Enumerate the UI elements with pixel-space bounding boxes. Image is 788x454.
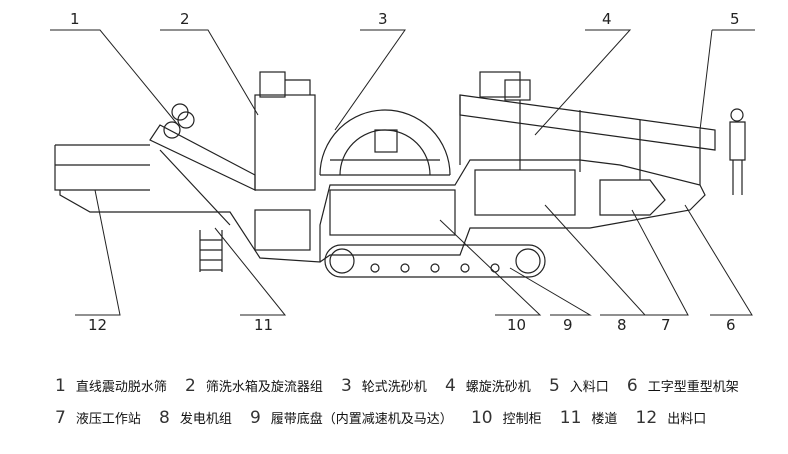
legend-num: 8 xyxy=(158,408,170,428)
legend-num: 3 xyxy=(340,376,352,396)
person-figure xyxy=(729,108,746,195)
legend-num: 1 xyxy=(55,376,66,396)
callout-5: 5 xyxy=(730,10,740,28)
hydraulic-panel xyxy=(599,179,666,216)
callout-1: 1 xyxy=(70,10,80,28)
legend-row-1: 1 直线震动脱水筛 2 筛洗水箱及旋流器组 3 轮式洗砂机 4 螺旋洗砂机 5 入料口 6… xyxy=(55,376,753,396)
legend-label: 液压工作站 xyxy=(75,412,141,427)
machine-drawing: 1 2 3 4 5 12 11 10 9 8 7 6 xyxy=(50,10,755,334)
callout-8: 8 xyxy=(617,316,627,334)
callout-2: 2 xyxy=(180,10,190,28)
legend-label: 直线震动脱水筛 xyxy=(75,380,167,395)
control-cabinet xyxy=(329,189,456,236)
legend-num: 2 xyxy=(184,376,196,396)
legend-label: 出料口 xyxy=(667,412,707,427)
legend-num: 11 xyxy=(559,408,582,428)
legend-label: 控制柜 xyxy=(502,412,542,427)
callout-7: 7 xyxy=(661,316,671,334)
legend-num: 9 xyxy=(249,408,261,428)
water-tank xyxy=(254,94,316,191)
legend-label: 筛洗水箱及旋流器组 xyxy=(205,380,323,395)
legend-label: 工字型重型机架 xyxy=(647,380,739,395)
callout-9: 9 xyxy=(563,316,573,334)
crawler-track xyxy=(324,244,546,278)
pump-unit xyxy=(254,209,311,251)
generator-panel xyxy=(474,169,576,216)
callout-10: 10 xyxy=(507,316,526,334)
legend-num: 10 xyxy=(470,408,493,428)
callout-4: 4 xyxy=(602,10,612,28)
callout-3: 3 xyxy=(378,10,388,28)
legend-label: 履带底盘（内置减速机及马达） xyxy=(270,412,453,427)
discharge-platform xyxy=(54,144,150,191)
main-frame xyxy=(59,159,706,263)
callout-6: 6 xyxy=(726,316,736,334)
callout-12: 12 xyxy=(88,316,107,334)
legend-num: 12 xyxy=(635,408,658,428)
legend-num: 4 xyxy=(444,376,456,396)
railing xyxy=(459,95,701,185)
legend-num: 7 xyxy=(55,408,66,428)
callout-11: 11 xyxy=(254,316,273,334)
stairway xyxy=(159,149,231,272)
legend-label: 轮式洗砂机 xyxy=(361,380,427,395)
legend-num: 5 xyxy=(548,376,560,396)
track-rollers xyxy=(329,248,541,274)
spiral-washer xyxy=(459,94,716,151)
legend-label: 入料口 xyxy=(569,380,609,395)
leader-lines xyxy=(50,29,755,316)
legend-label: 发电机组 xyxy=(179,412,232,427)
bucket-wheel xyxy=(319,109,451,176)
legend-num: 6 xyxy=(626,376,638,396)
legend-label: 螺旋洗砂机 xyxy=(465,380,531,395)
legend-label: 楼道 xyxy=(591,412,618,427)
